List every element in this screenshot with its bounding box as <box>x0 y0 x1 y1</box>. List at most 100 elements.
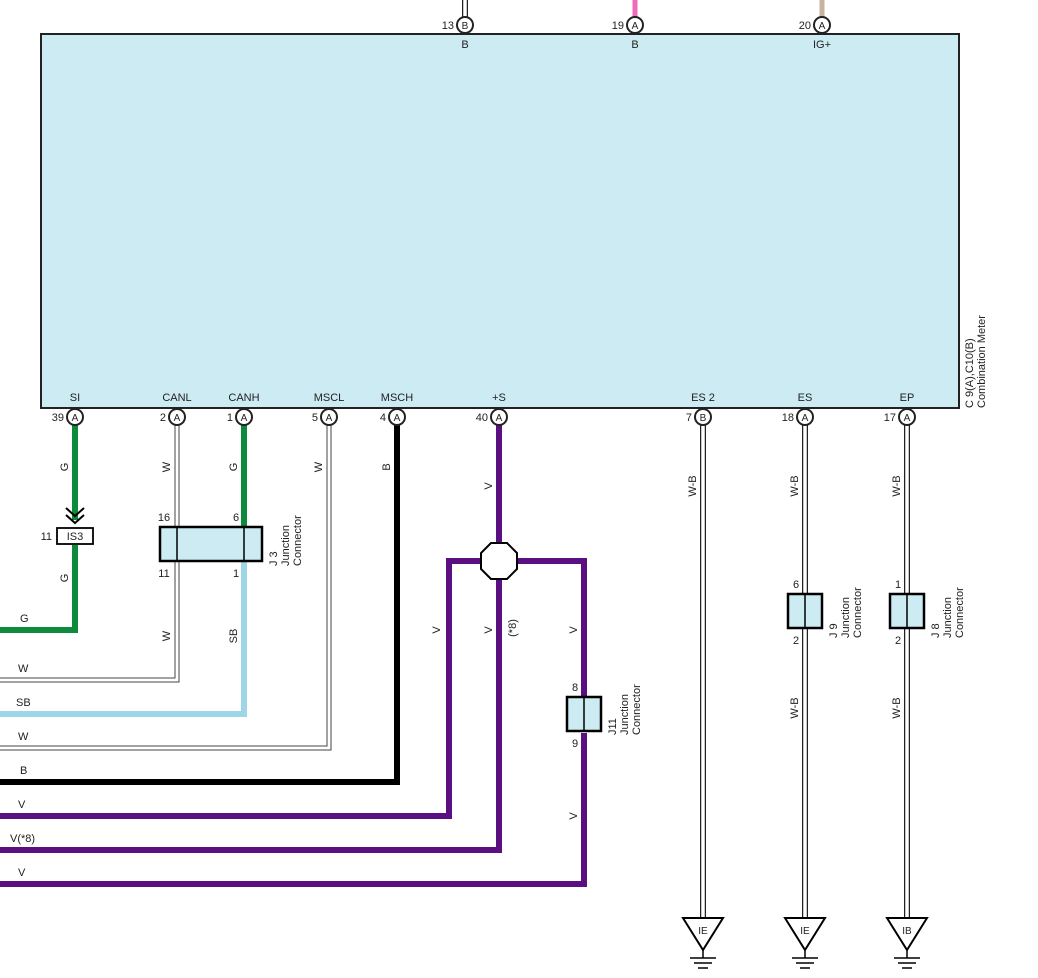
label-s-mid-note: (*8) <box>507 619 519 637</box>
wire-msch <box>0 425 400 785</box>
j11-label2: Junction <box>619 694 631 735</box>
ground-ib: IB <box>885 917 929 969</box>
ground-ie-1-label: IE <box>698 926 708 937</box>
ground-icon <box>681 917 725 952</box>
pin-4-no: 4 <box>380 412 386 424</box>
wire-si <box>0 425 78 633</box>
label-canl-bottom: W <box>161 630 173 641</box>
pin-18-conn: A <box>802 413 809 424</box>
pin-1: A 1 <box>227 408 253 426</box>
pin-39: A 39 <box>52 408 84 426</box>
chevron-down-icon <box>65 507 85 518</box>
pin-17: A 17 <box>884 408 916 426</box>
pin-2: A 2 <box>160 408 186 426</box>
pin-name-es2: ES 2 <box>691 392 715 404</box>
label-s-mid: V <box>483 626 495 634</box>
pin-7: B 7 <box>686 408 712 426</box>
bottom-pin-names: SI CANL CANH MSCL MSCH +S ES 2 ES EP <box>70 392 915 404</box>
vertical-wire-labels: G G W W G SB W B V V V (*8) V V W-B W-B … <box>59 461 903 819</box>
j3-pin-br: 1 <box>233 568 239 580</box>
pin-2-conn: A <box>174 413 181 424</box>
meter-label-line1: C 9(A),C10(B) <box>964 338 976 408</box>
j9-label1: J 9 <box>828 623 840 638</box>
pin-name-plus-s: +S <box>492 392 506 404</box>
top-pin-13: B 13 B <box>442 16 474 51</box>
top-pin-20-conn: A <box>819 21 826 32</box>
pin-39-conn: A <box>72 413 79 424</box>
label-s-left3: V <box>18 867 26 879</box>
is3-name: IS3 <box>67 531 84 543</box>
pin-name-si: SI <box>70 392 80 404</box>
j9-pin-bottom: 2 <box>793 635 799 647</box>
label-canl-left: W <box>18 663 29 675</box>
top-pin-20-name: IG+ <box>813 39 831 51</box>
j3-label2: Junction <box>280 525 292 566</box>
pin-5: A 5 <box>312 408 338 426</box>
top-pin-20: A 20 IG+ <box>799 16 831 51</box>
pin-1-conn: A <box>241 413 248 424</box>
label-s-left2: V(*8) <box>10 833 35 845</box>
pin-7-no: 7 <box>686 412 692 424</box>
wire-canh <box>0 425 247 717</box>
label-msch-left: B <box>20 765 27 777</box>
top-pin-13-no: 13 <box>442 20 454 32</box>
label-es2-wire: W-B <box>687 475 699 496</box>
j3-junction-connector: 16 6 11 1 J 3 Junction Connector <box>158 512 304 580</box>
combination-meter-box <box>40 33 960 409</box>
pin-name-ep: EP <box>900 392 915 404</box>
pin-2-no: 2 <box>160 412 166 424</box>
wire-plus-s <box>0 425 587 887</box>
top-pin-20-no: 20 <box>799 20 811 32</box>
j9-junction-connector: 6 2 J 9 Junction Connector <box>786 579 864 647</box>
label-s-left-branch: V <box>431 626 443 634</box>
chevron-down-icon <box>65 514 85 525</box>
label-mscl-top: W <box>313 461 325 472</box>
j3-label3: Connector <box>292 515 304 566</box>
ground-icon <box>783 917 827 952</box>
horizontal-wire-labels: G W SB W B V V(*8) V <box>10 613 35 879</box>
pin-name-es: ES <box>798 392 813 404</box>
label-msch-top: B <box>381 463 393 470</box>
j3-pin-tr: 6 <box>233 512 239 524</box>
ground-ie-2-label: IE <box>800 926 810 937</box>
top-wires <box>462 0 825 18</box>
j8-label2: Junction <box>942 597 954 638</box>
label-s-top: V <box>483 482 495 490</box>
top-pin-19: A 19 B <box>612 16 644 51</box>
label-es-bottom: W-B <box>789 697 801 718</box>
j3-label1: J 3 <box>268 551 280 566</box>
top-pin-13-name: B <box>461 39 468 51</box>
pin-18: A 18 <box>782 408 814 426</box>
j11-junction-connector: 8 9 J11 Junction Connector <box>565 682 643 750</box>
label-si-left: G <box>20 613 29 625</box>
ground-ie-2: IE <box>783 917 827 969</box>
j8-pin-bottom: 2 <box>895 635 901 647</box>
label-canh-top: G <box>228 463 240 472</box>
label-ep-bottom: W-B <box>891 697 903 718</box>
top-pin-19-conn: A <box>632 21 639 32</box>
splice-point <box>480 542 518 580</box>
pin-7-conn: B <box>700 413 707 424</box>
wire-mscl <box>0 425 332 751</box>
is3-connector: IS3 11 <box>41 507 94 545</box>
label-s-right-top: V <box>568 626 580 634</box>
top-pin-13-conn: B <box>462 21 469 32</box>
combination-meter-label: C 9(A),C10(B) Combination Meter <box>964 315 988 408</box>
ground-icon <box>885 917 929 952</box>
label-si-top: G <box>59 463 71 472</box>
j11-pin-top: 8 <box>572 682 578 694</box>
pin-5-no: 5 <box>312 412 318 424</box>
label-canh-bottom: SB <box>228 629 240 644</box>
label-mscl-left: W <box>18 731 29 743</box>
label-canh-left: SB <box>16 697 31 709</box>
label-si-bottom: G <box>59 574 71 583</box>
pin-name-mscl: MSCL <box>314 392 345 404</box>
j8-label1: J 8 <box>930 623 942 638</box>
pin-40: A 40 <box>476 408 508 426</box>
j9-pin-top: 6 <box>793 579 799 591</box>
j8-pin-top: 1 <box>895 579 901 591</box>
pin-name-canl: CANL <box>162 392 191 404</box>
pin-4: A 4 <box>380 408 406 426</box>
label-ep-top: W-B <box>891 475 903 496</box>
